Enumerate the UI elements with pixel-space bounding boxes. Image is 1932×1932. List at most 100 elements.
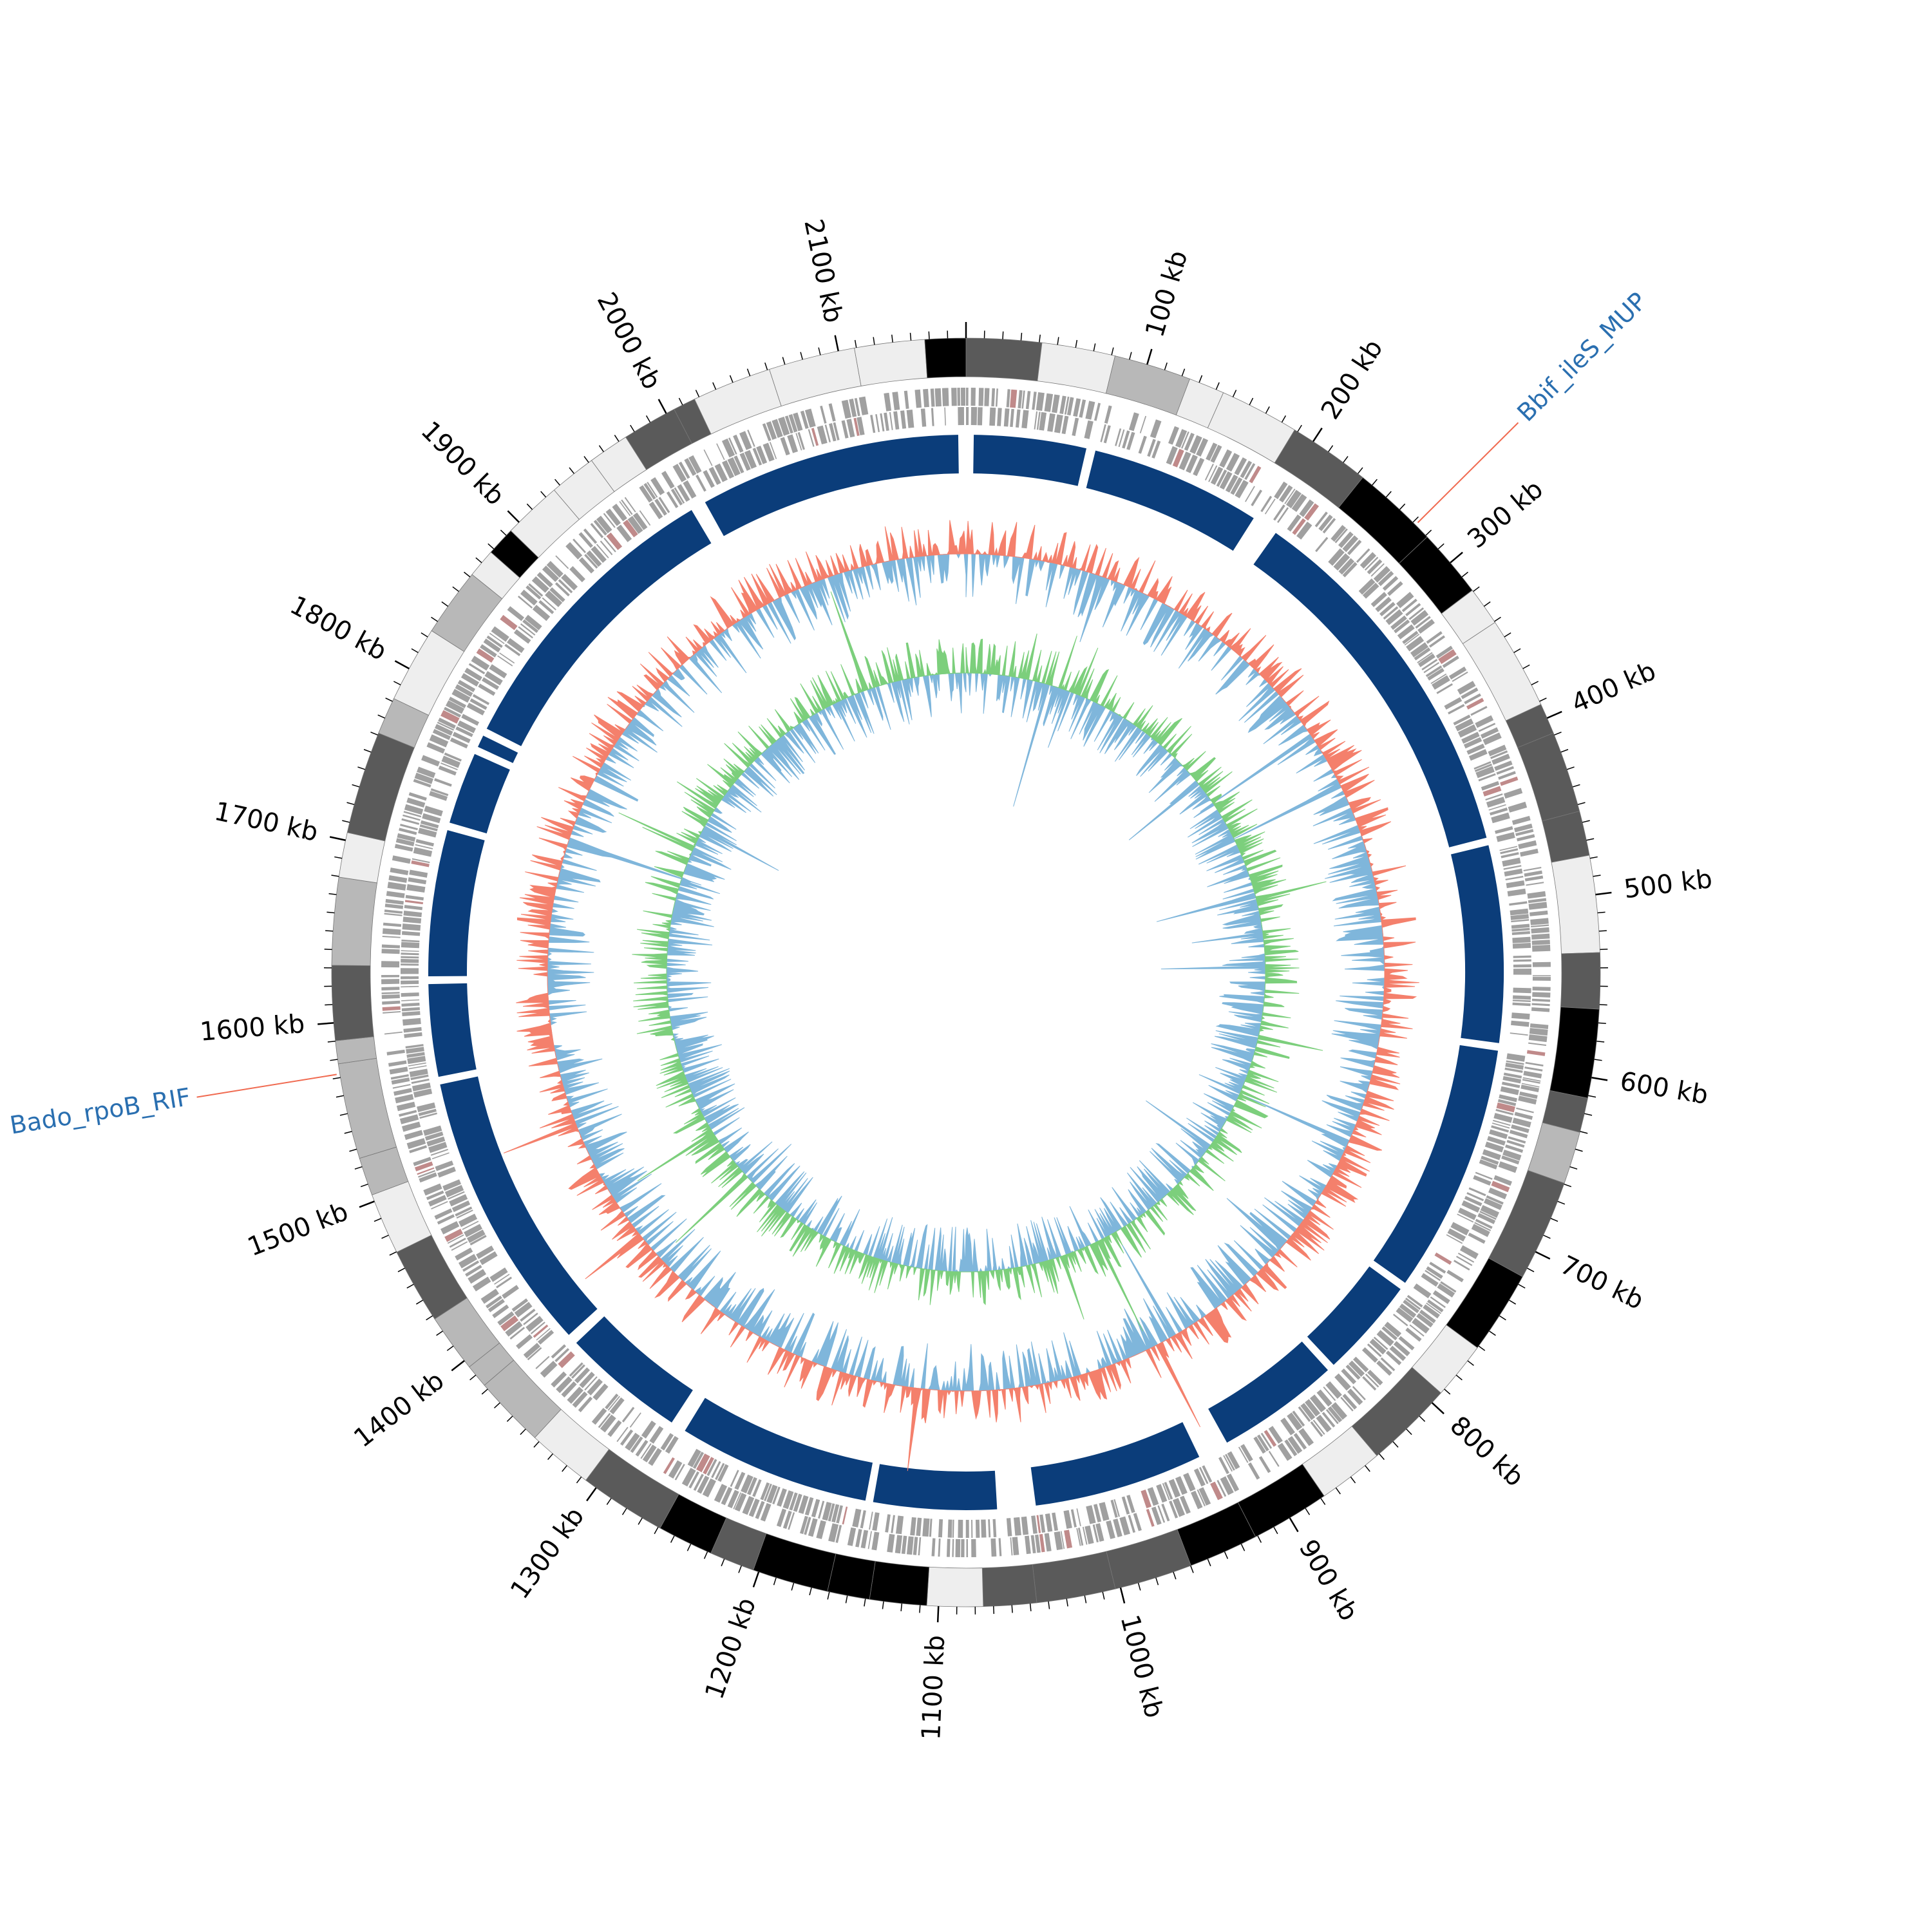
- gene-feature: [1052, 1512, 1059, 1531]
- gene-feature: [1506, 1060, 1524, 1065]
- gene-feature: [1410, 642, 1429, 658]
- gene-feature: [1475, 1171, 1493, 1180]
- gene-feature: [1403, 1300, 1419, 1314]
- gene-feature: [455, 726, 473, 737]
- gene-feature: [1085, 401, 1095, 420]
- gene-feature: [1198, 1487, 1211, 1506]
- gene-feature: [1287, 514, 1302, 532]
- gene-feature: [556, 1376, 573, 1394]
- gene-feature: [1202, 1465, 1213, 1483]
- gene-feature: [1508, 801, 1528, 813]
- gene-feature: [1013, 1517, 1021, 1536]
- gene-feature: [828, 1503, 835, 1522]
- gene-feature: [835, 1524, 842, 1543]
- gene-feature: [462, 1220, 479, 1230]
- gene-feature: [593, 520, 607, 536]
- tick-label: 1700 kb: [212, 797, 321, 848]
- gene-feature: [1512, 1117, 1531, 1128]
- gene-feature: [472, 1276, 491, 1292]
- gene-feature: [1492, 753, 1510, 765]
- gene-feature: [1356, 548, 1370, 563]
- gene-feature: [647, 482, 658, 498]
- gene-feature: [542, 565, 559, 582]
- gene-feature: [523, 1312, 538, 1325]
- gene-feature: [401, 992, 419, 997]
- gene-feature: [1204, 464, 1214, 481]
- gene-feature: [1139, 415, 1147, 433]
- gene-feature: [752, 448, 762, 466]
- gene-feature: [1518, 1095, 1537, 1105]
- gene-feature: [1369, 1338, 1387, 1355]
- tick-label: 400 kb: [1567, 656, 1661, 719]
- minor-tick: [1522, 664, 1530, 669]
- gene-feature: [1531, 924, 1549, 927]
- minor-tick: [809, 1587, 812, 1596]
- gene-feature: [1505, 1063, 1524, 1070]
- gene-feature: [1425, 665, 1443, 677]
- gene-feature: [605, 1393, 619, 1410]
- gene-feature: [1532, 992, 1551, 998]
- gene-feature: [390, 1074, 409, 1080]
- gene-feature: [741, 1474, 753, 1493]
- gene-feature: [1438, 649, 1457, 665]
- gene-feature: [1513, 969, 1531, 975]
- gene-feature: [1128, 1515, 1136, 1533]
- gene-feature: [447, 1234, 464, 1244]
- gene-feature: [869, 1511, 873, 1530]
- gene-feature: [451, 688, 471, 703]
- gene-feature: [1524, 1066, 1543, 1072]
- gene-feature: [569, 566, 585, 583]
- minor-tick: [1215, 382, 1220, 390]
- gene-feature: [1012, 1537, 1019, 1555]
- gene-feature: [1417, 652, 1433, 664]
- gene-feature: [1475, 766, 1495, 779]
- minor-tick: [864, 1598, 866, 1607]
- gene-feature: [951, 388, 957, 406]
- gene-feature: [1070, 1509, 1077, 1528]
- gene-feature: [471, 656, 490, 671]
- contig-track: [428, 435, 1504, 1510]
- gene-feature: [748, 1499, 760, 1517]
- gene-feature: [554, 1348, 570, 1363]
- gene-feature: [696, 475, 706, 492]
- gene-feature: [410, 1074, 429, 1081]
- gene-feature: [420, 820, 439, 829]
- tick-label: 600 kb: [1618, 1066, 1710, 1110]
- minor-tick: [583, 456, 589, 463]
- gene-feature: [818, 1501, 825, 1519]
- gene-feature: [511, 1298, 529, 1312]
- gene-feature: [464, 667, 482, 681]
- gene-feature: [639, 485, 653, 503]
- gene-feature: [1511, 1020, 1530, 1027]
- gene-feature: [625, 1432, 640, 1451]
- contig-block: [576, 1316, 693, 1423]
- gene-feature: [406, 1052, 425, 1058]
- gene-feature: [523, 1343, 540, 1359]
- gene-feature: [1292, 1410, 1305, 1427]
- gene-feature: [486, 635, 503, 649]
- gene-feature: [428, 1195, 447, 1207]
- gene-feature: [1260, 1432, 1273, 1449]
- gene-feature: [1513, 964, 1531, 968]
- gene-feature: [1432, 675, 1450, 690]
- gene-feature: [1030, 1535, 1036, 1554]
- gene-feature: [811, 428, 819, 446]
- gene-feature: [1458, 1208, 1477, 1220]
- gene-feature: [558, 1351, 575, 1368]
- minor-tick: [1499, 1315, 1506, 1321]
- gene-feature: [520, 1309, 536, 1322]
- gene-feature: [526, 585, 542, 600]
- gene-feature: [1485, 793, 1503, 800]
- gene-feature: [558, 579, 573, 594]
- gene-feature: [449, 1194, 468, 1207]
- gene-feature: [468, 663, 486, 675]
- gene-feature: [895, 1515, 904, 1535]
- minor-tick: [1066, 1598, 1068, 1607]
- gene-feature: [1501, 852, 1519, 858]
- gene-feature: [918, 1537, 922, 1556]
- gene-feature: [715, 1463, 725, 1481]
- gene-feature: [721, 1487, 733, 1506]
- gene-feature: [455, 1247, 473, 1261]
- gene-feature: [414, 1161, 433, 1171]
